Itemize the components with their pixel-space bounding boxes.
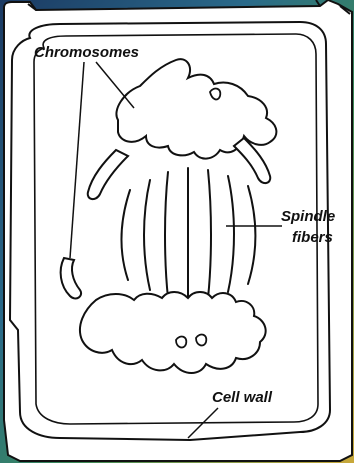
cell-wall-label: Cell wall <box>212 389 272 407</box>
chromosomes-label: Chromosomes <box>34 44 139 62</box>
spindle-fibers-label-line2: fibers <box>292 229 333 247</box>
lower-chromosome-small-1 <box>176 337 186 348</box>
spindle-fibers-label-line1: Spindle <box>281 208 335 226</box>
lower-chromosome-small-2 <box>196 335 206 346</box>
